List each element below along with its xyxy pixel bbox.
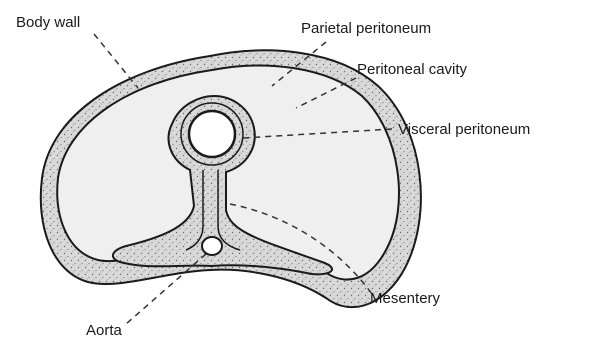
peritoneal-cavity-label: Peritoneal cavity xyxy=(357,62,467,77)
mesentery-label: Mesentery xyxy=(370,291,440,306)
gut-lumen xyxy=(189,111,235,157)
aorta-vessel xyxy=(202,237,222,255)
visceral-peritoneum-label: Visceral peritoneum xyxy=(398,122,530,137)
aorta-label: Aorta xyxy=(86,323,122,338)
body-wall-leader xyxy=(94,34,138,88)
body-wall-label: Body wall xyxy=(16,15,80,30)
parietal-peritoneum-label: Parietal peritoneum xyxy=(301,21,431,36)
